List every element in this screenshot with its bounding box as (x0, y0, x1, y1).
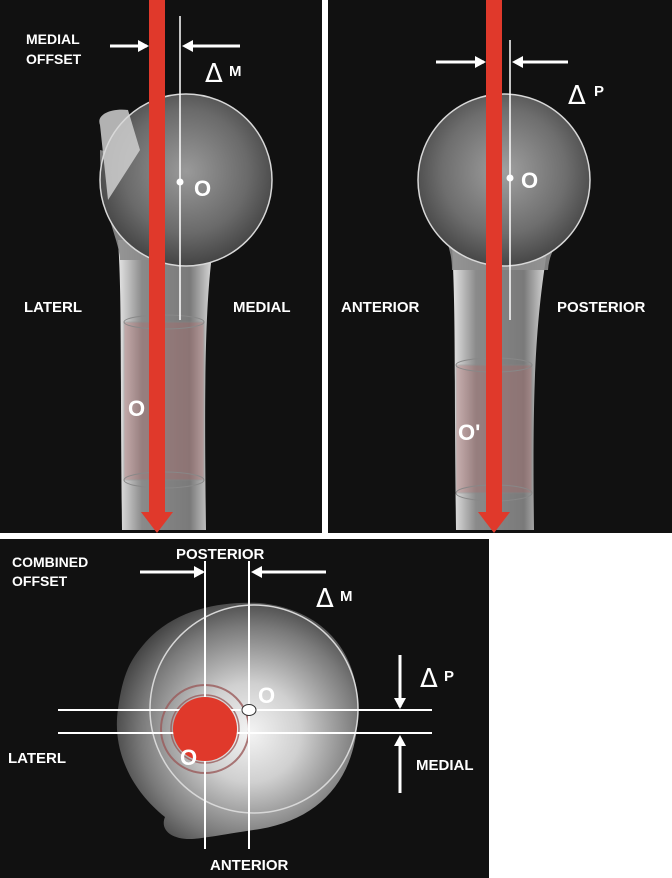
shaft-axis-marker (173, 697, 237, 761)
offset-label-line1: MEDIAL (26, 31, 80, 47)
top-label: POSTERIOR (176, 546, 265, 563)
delta-p-subscript: P (444, 668, 454, 685)
offset-label-line2: OFFSET (26, 51, 82, 67)
humeral-head (418, 94, 590, 266)
side-label-right: MEDIAL (233, 299, 291, 316)
delta-subscript: M (229, 63, 242, 80)
left-label: LATERL (8, 750, 66, 767)
offset-label-line2: OFFSET (12, 573, 68, 589)
medial-offset-diagram: MEDIAL OFFSET Δ M LATERL MEDIAL O O (24, 0, 291, 533)
head-center-mark: O (521, 168, 538, 193)
offset-label-line1: COMBINED (12, 554, 88, 570)
shaft-axis-arrow (486, 0, 502, 512)
head-center-mark: O (194, 176, 211, 201)
bottom-label: ANTERIOR (210, 857, 289, 874)
delta-symbol: Δ (205, 59, 223, 89)
delta-m-symbol: Δ (316, 584, 334, 614)
posterior-offset-panel: Δ P ANTERIOR POSTERIOR O O' (328, 0, 672, 533)
right-label: MEDIAL (416, 757, 474, 774)
shaft-axis-arrowhead (141, 512, 173, 533)
combined-offset-diagram: COMBINED OFFSET POSTERIOR ANTERIOR LATER… (8, 546, 474, 874)
side-label-right: POSTERIOR (557, 299, 646, 316)
shaft-mark: O (180, 745, 197, 770)
shaft-mark: O (128, 396, 145, 421)
head-center-dot (241, 704, 257, 716)
humeral-head (100, 94, 272, 266)
humerus-shaft (118, 240, 214, 530)
head-center-dot (176, 178, 184, 186)
greater-tuberosity (99, 109, 140, 200)
shaft-mark: O' (458, 420, 480, 445)
side-label-left: LATERL (24, 299, 82, 316)
head-center-dot (506, 174, 514, 182)
shaft-axis-arrow (149, 0, 165, 512)
side-label-left: ANTERIOR (341, 299, 420, 316)
delta-subscript: P (594, 83, 604, 100)
delta-m-subscript: M (340, 588, 353, 605)
shaft-axis-arrowhead (478, 512, 510, 533)
head-center-mark: O (258, 683, 275, 708)
delta-p-symbol: Δ (420, 664, 438, 694)
medial-offset-panel: MEDIAL OFFSET Δ M LATERL MEDIAL O O (0, 0, 322, 533)
combined-offset-panel: COMBINED OFFSET POSTERIOR ANTERIOR LATER… (0, 539, 489, 878)
posterior-offset-diagram: Δ P ANTERIOR POSTERIOR O O' (341, 0, 646, 533)
delta-symbol: Δ (568, 81, 586, 111)
